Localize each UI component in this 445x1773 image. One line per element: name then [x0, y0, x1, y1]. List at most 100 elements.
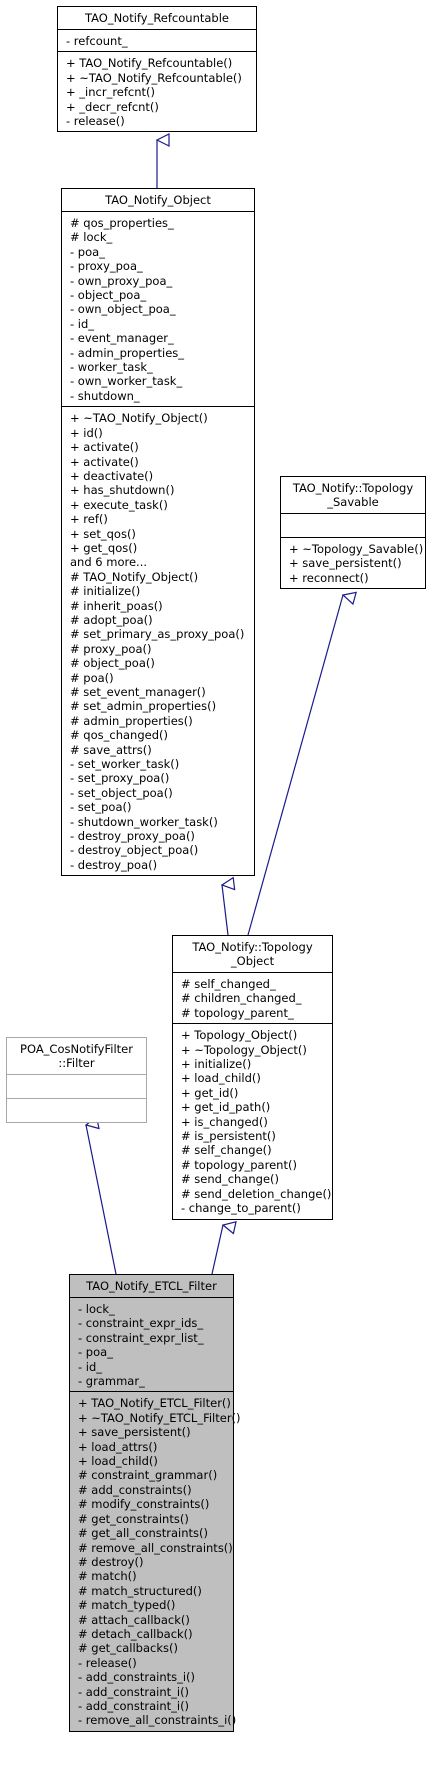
- method-list: + TAO_Notify_Refcountable()+ ~TAO_Notify…: [58, 52, 256, 131]
- method-item: + initialize(): [181, 1057, 252, 1072]
- method-item: + get_id(): [181, 1085, 239, 1100]
- attribute-list: # qos_properties_# lock_- poa_- proxy_po…: [62, 212, 254, 408]
- method-item: # send_deletion_change(): [181, 1186, 332, 1201]
- method-item: - remove_all_constraints_i(): [78, 1713, 237, 1728]
- class-etcl-filter[interactable]: TAO_Notify_ETCL_Filter - lock_- constrai…: [69, 1274, 241, 1732]
- method-item: + deactivate(): [70, 468, 154, 483]
- method-item: - destroy_proxy_poa(): [70, 829, 195, 844]
- method-item: # send_change(): [181, 1172, 279, 1187]
- method-item: + ~TAO_Notify_Object(): [70, 411, 208, 426]
- method-item: + reconnect(): [289, 570, 369, 585]
- attribute-list: [281, 514, 425, 538]
- class-title: TAO_Notify_Object: [62, 189, 254, 212]
- method-item: + get_id_path(): [181, 1100, 271, 1115]
- method-item: # get_all_constraints(): [78, 1526, 208, 1541]
- method-list: + TAO_Notify_ETCL_Filter()+ ~TAO_Notify_…: [70, 1392, 241, 1730]
- method-item: - change_to_parent(): [181, 1201, 301, 1216]
- method-item: - release(): [78, 1655, 137, 1670]
- attribute-item: - object_poa_: [70, 288, 147, 303]
- method-item: + has_shutdown(): [70, 483, 175, 498]
- method-item: # add_constraints(): [78, 1482, 192, 1497]
- method-item: + _incr_refcnt(): [66, 85, 156, 100]
- class-topology-savable[interactable]: TAO_Notify::Topology_Savable + ~Topology…: [280, 476, 426, 590]
- method-item: # save_attrs(): [70, 742, 152, 757]
- class-notify-object[interactable]: TAO_Notify_Object # qos_properties_# loc…: [61, 188, 255, 877]
- attribute-item: - id_: [78, 1359, 103, 1374]
- method-item: + _decr_refcnt(): [66, 99, 159, 114]
- method-item: # destroy(): [78, 1554, 144, 1569]
- method-item: + set_qos(): [70, 526, 136, 541]
- method-item: # set_primary_as_proxy_poa(): [70, 627, 245, 642]
- class-poa-filter[interactable]: POA_CosNotifyFilter::Filter: [6, 1037, 147, 1123]
- method-list: + ~TAO_Notify_Object()+ id()+ activate()…: [62, 407, 254, 875]
- edge-etcl-to-poa-filter: [86, 1125, 117, 1275]
- method-item: # inherit_poas(): [70, 598, 163, 613]
- method-list: + Topology_Object()+ ~Topology_Object()+…: [173, 1024, 332, 1218]
- method-item: + load_attrs(): [78, 1439, 158, 1454]
- edge-etcl-to-topology-object: [211, 1225, 223, 1275]
- method-item: - set_poa(): [70, 800, 132, 815]
- method-item: # set_event_manager(): [70, 685, 206, 699]
- attribute-item: # lock_: [70, 230, 113, 245]
- attribute-list: - lock_- constraint_expr_ids_- constrain…: [70, 1298, 233, 1393]
- attribute-list: [7, 1075, 146, 1099]
- attribute-list: # self_changed_# children_changed_# topo…: [173, 973, 332, 1025]
- method-item: + ref(): [70, 512, 108, 527]
- method-item: # get_constraints(): [78, 1511, 189, 1526]
- method-item: - add_constraint_i(): [78, 1698, 190, 1713]
- attribute-item: - poa_: [78, 1345, 113, 1360]
- attribute-item: - own_object_poa_: [70, 302, 176, 317]
- method-item: - add_constraint_i(): [78, 1684, 190, 1699]
- method-item: + execute_task(): [70, 497, 168, 512]
- method-item: # initialize(): [70, 584, 141, 599]
- class-name-line: TAO_Notify_Object: [105, 193, 211, 207]
- attribute-item: - own_proxy_poa_: [70, 273, 173, 288]
- method-item: + ~TAO_Notify_ETCL_Filter(): [78, 1410, 241, 1425]
- attribute-item: # qos_properties_: [70, 216, 174, 230]
- method-item: - shutdown_worker_task(): [70, 814, 218, 829]
- attribute-item: # children_changed_: [181, 991, 302, 1006]
- attribute-item: - event_manager_: [70, 331, 174, 346]
- attribute-item: - admin_properties_: [70, 345, 185, 360]
- attribute-item: - worker_task_: [70, 360, 153, 375]
- method-item: + save_persistent(): [289, 556, 402, 571]
- method-item: # qos_changed(): [70, 728, 168, 743]
- method-item: # adopt_poa(): [70, 612, 153, 627]
- method-item: # TAO_Notify_Object(): [70, 569, 199, 584]
- class-title: POA_CosNotifyFilter::Filter: [7, 1038, 146, 1075]
- class-name-line: POA_CosNotifyFilter: [20, 1042, 133, 1056]
- method-item: + load_child(): [181, 1071, 261, 1086]
- method-item: # admin_properties(): [70, 713, 193, 728]
- class-name-line: TAO_Notify::Topology: [292, 481, 414, 495]
- method-item: # match_typed(): [78, 1598, 176, 1613]
- method-item: + ~TAO_Notify_Refcountable(): [66, 70, 242, 85]
- method-item: # match_structured(): [78, 1583, 202, 1598]
- method-item: # poa(): [70, 670, 114, 685]
- method-item: + TAO_Notify_Refcountable(): [66, 56, 233, 71]
- class-refcountable[interactable]: TAO_Notify_Refcountable - refcount_ + TA…: [57, 6, 257, 133]
- method-item: # get_callbacks(): [78, 1641, 178, 1656]
- method-item: # is_persistent(): [181, 1129, 276, 1144]
- edge-topology-object-to-object: [222, 885, 228, 936]
- class-topology-object[interactable]: TAO_Notify::Topology_Object # self_chang…: [172, 935, 333, 1220]
- method-item: # remove_all_constraints(): [78, 1540, 233, 1555]
- attribute-item: - own_worker_task_: [70, 374, 183, 389]
- class-name-line: _Savable: [327, 495, 379, 509]
- class-name-line: TAO_Notify_ETCL_Filter: [86, 1279, 217, 1293]
- method-item: # constraint_grammar(): [78, 1468, 218, 1483]
- method-item: # object_poa(): [70, 656, 155, 671]
- attribute-item: - proxy_poa_: [70, 259, 143, 274]
- method-item: + activate(): [70, 454, 139, 469]
- attribute-item: - lock_: [78, 1302, 115, 1316]
- method-item: - destroy_poa(): [70, 857, 158, 872]
- attribute-item: - grammar_: [78, 1374, 145, 1389]
- edge-topology-object-to-savable: [247, 595, 343, 936]
- method-item: + activate(): [70, 440, 139, 455]
- attribute-item: - refcount_: [66, 34, 128, 48]
- method-item: + save_persistent(): [78, 1425, 191, 1440]
- attribute-list: - refcount_: [58, 30, 256, 53]
- attribute-item: - id_: [70, 316, 95, 331]
- method-item: + TAO_Notify_ETCL_Filter(): [78, 1396, 231, 1411]
- method-item: + get_qos(): [70, 540, 138, 555]
